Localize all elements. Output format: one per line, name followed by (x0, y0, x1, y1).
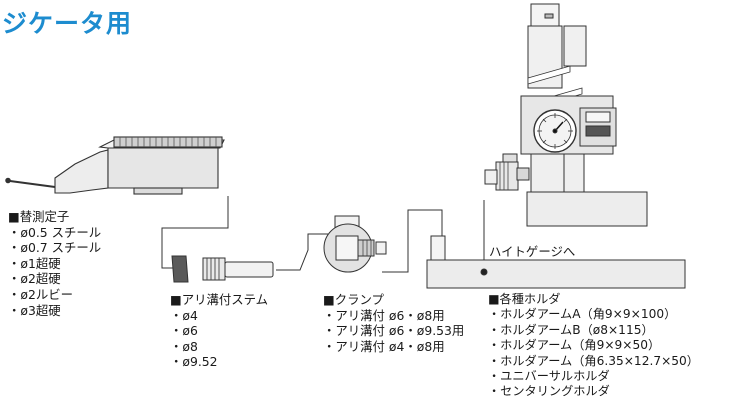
list-item: ・ユニバーサルホルダ (488, 369, 610, 384)
list-item: ・ø3超硬 (8, 302, 61, 318)
stem-shaft (224, 261, 274, 278)
list-item: ・アリ溝付 ø6・ø8用 (323, 307, 445, 323)
page-title: ジケータ用 (2, 9, 133, 38)
list-item: ・ø0.7 スチール (8, 240, 102, 256)
list-item: ・ø2ルビー (8, 286, 74, 302)
gage-scriber-clamp (495, 161, 519, 191)
height-gage-base (426, 259, 686, 289)
clamp-illustration (323, 215, 387, 273)
list-item: ・ø2超硬 (8, 271, 61, 287)
list-item: ・ホルダアーム（角9×9×50） (488, 338, 661, 353)
stems-heading: ■アリ溝付ステム (170, 292, 269, 307)
holders-heading: ■各種ホルダ (488, 292, 561, 306)
list-item: ・ø9.52 (170, 354, 218, 370)
list-item: ・ø0.5 スチール (8, 224, 102, 240)
stylus (9, 180, 56, 188)
height-gage-label: ハイトゲージへ (489, 244, 576, 259)
indicator-bottom-rib (133, 187, 183, 195)
list-item: ・センタリングホルダ (488, 384, 610, 399)
clamps-list: ■クランプ ・アリ溝付 ø6・ø8用 ・アリ溝付 ø6・ø9.53用 ・アリ溝付… (323, 292, 464, 354)
gage-column-lower (530, 153, 566, 193)
dovetail-stem-illustration (171, 255, 274, 283)
test-indicator-illustration (5, 136, 225, 195)
stems-list: ■アリ溝付ステム ・ø4 ・ø6 ・ø8 ・ø9.52 (170, 292, 268, 370)
gage-column-rail (563, 25, 587, 67)
list-item: ・ø1超硬 (8, 255, 61, 271)
holders-list: ■各種ホルダ ・ホルダアームA（角9×9×100） ・ホルダアームB（ø8×11… (488, 292, 699, 400)
stylus-tip (5, 177, 11, 184)
connector-lines (161, 196, 485, 273)
list-item: ・ホルダアームB（ø8×115） (488, 322, 654, 337)
list-item: ・ø6 (170, 323, 198, 339)
indicator-nose (54, 149, 109, 194)
clamps-heading: ■クランプ (323, 292, 384, 307)
clamp-center-block (335, 235, 359, 261)
contact-points-list: ■替測定子 ・ø0.5 スチール ・ø0.7 スチール ・ø1超硬 ・ø2超硬 … (8, 209, 101, 318)
list-item: ・ø8 (170, 338, 198, 354)
stem-collar (202, 257, 226, 281)
height-gage-illustration (426, 3, 686, 289)
list-item: ・ホルダアーム（角6.35×12.7×50） (488, 353, 699, 368)
contact-points-heading: ■替測定子 (8, 209, 70, 224)
list-item: ・アリ溝付 ø6・ø9.53用 (323, 323, 465, 339)
gage-contact-point (480, 268, 488, 276)
list-item: ・アリ溝付 ø4・ø8用 (323, 338, 445, 354)
indicator-body (107, 145, 219, 189)
holder-block (430, 235, 446, 261)
list-item: ・ホルダアームA（角9×9×100） (488, 307, 677, 322)
gage-foot (526, 191, 648, 227)
list-item: ・ø4 (170, 307, 198, 323)
stem-dovetail-block (171, 255, 189, 283)
clamp-side-block (357, 239, 375, 257)
